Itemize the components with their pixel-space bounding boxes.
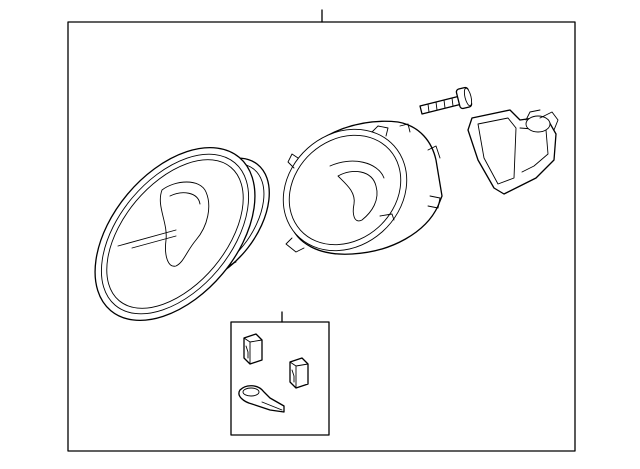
mounting-bolt (419, 86, 473, 115)
headlamp-housing (282, 120, 443, 255)
outer-frame (67, 21, 576, 452)
clip-kit-frame (230, 321, 330, 436)
bulb-socket-seal (467, 109, 559, 195)
lens-assembly (94, 146, 270, 322)
clip-kit (238, 333, 309, 413)
clip-1 (243, 333, 263, 365)
grommet (238, 385, 285, 413)
clip-2 (289, 357, 309, 389)
